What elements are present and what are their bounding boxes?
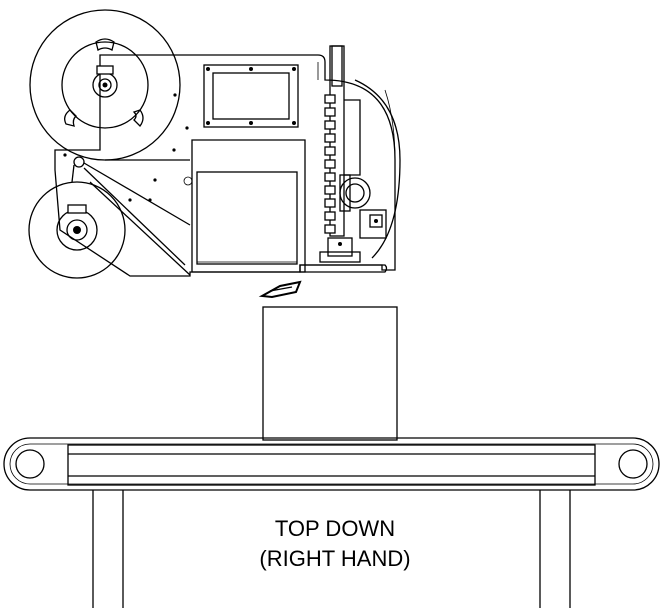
caption: TOP DOWN (RIGHT HAND) [220,514,450,574]
chain-links [324,94,336,234]
tamp-pad [258,280,302,299]
caption-line-1: TOP DOWN [274,516,396,541]
vertical-slide [299,45,388,273]
rewind-roll [28,181,126,279]
applicator-housing [54,54,401,277]
conveyor [3,437,660,608]
supply-roll [29,9,181,161]
electronics-box [63,93,306,273]
access-panel [203,64,299,128]
caption-line-2: (RIGHT HAND) [259,546,411,571]
product-box [262,306,398,441]
label-web [71,156,191,276]
